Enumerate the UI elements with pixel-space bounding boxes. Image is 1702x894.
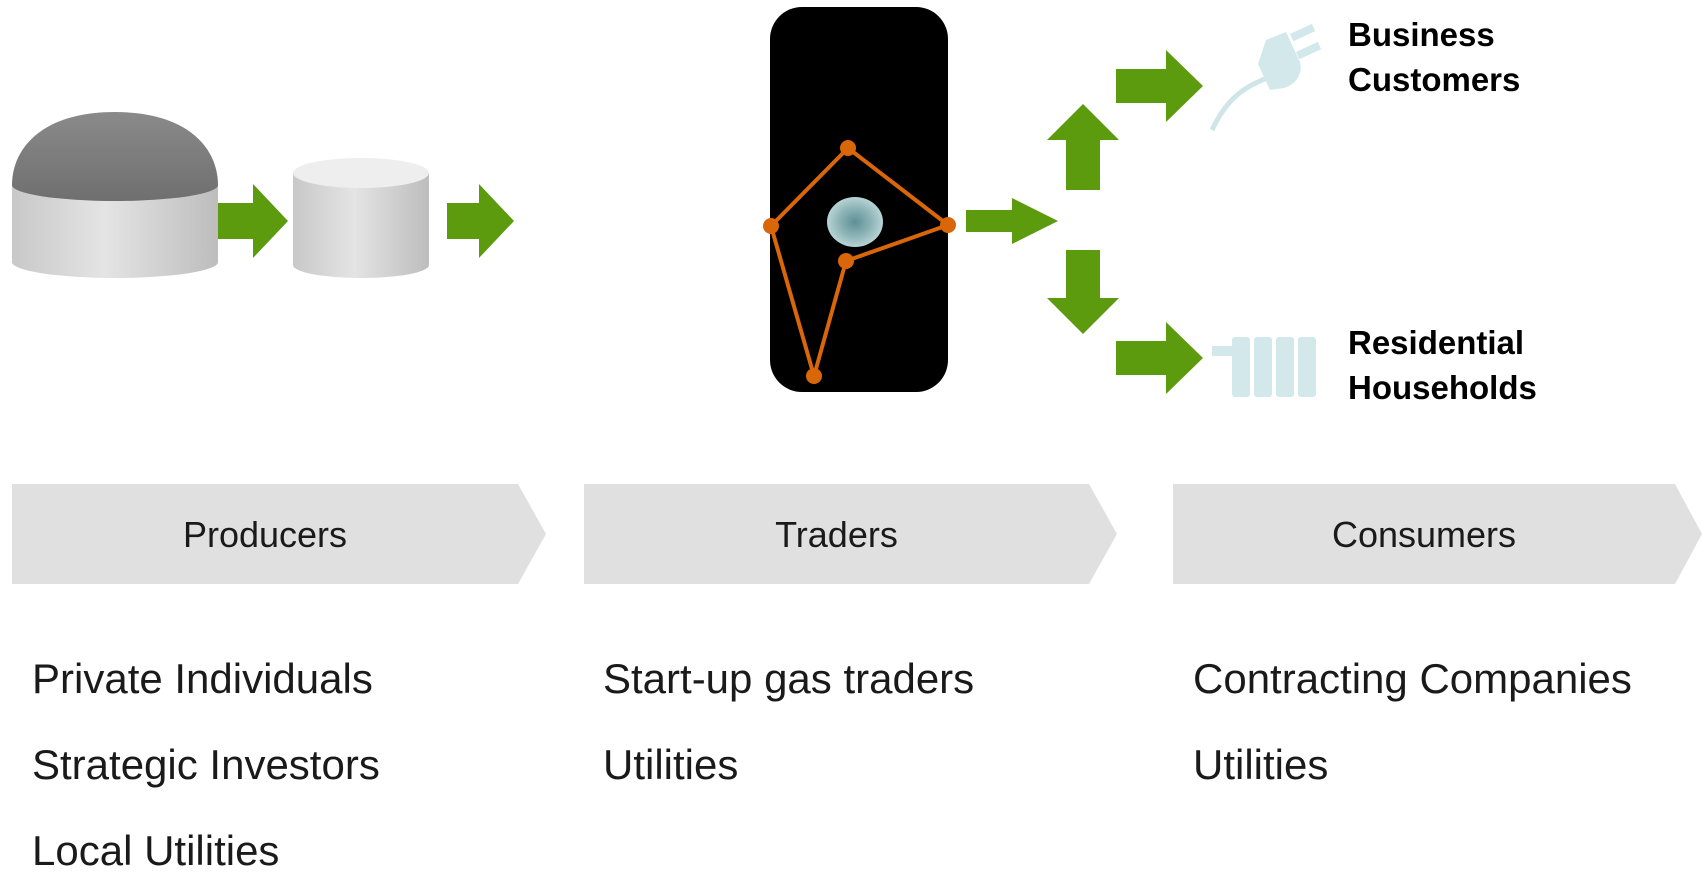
arrow-down-icon <box>1047 250 1119 334</box>
residential-label-line-2: Households <box>1348 369 1537 406</box>
arrow-up-icon <box>1047 104 1119 190</box>
trader-roles-list: Start-up gas traders Utilities <box>603 636 974 808</box>
business-label-line-2: Customers <box>1348 61 1521 98</box>
residential-households-label: Residential Households <box>1348 320 1678 410</box>
business-customers-label: Business Customers <box>1348 12 1678 102</box>
list-item: Utilities <box>1193 741 1329 788</box>
list-item: Local Utilities <box>32 827 280 874</box>
stage-chevron-consumers <box>1173 484 1702 584</box>
list-item: Start-up gas traders <box>603 655 975 702</box>
list-item: Utilities <box>603 741 739 788</box>
gas-network-map-icon <box>763 7 956 392</box>
stage-label-traders: Traders <box>775 514 898 555</box>
biogas-digester-icon <box>12 112 218 278</box>
arrow-right-icon <box>1116 322 1203 394</box>
list-item: Contracting Companies <box>1193 655 1632 702</box>
stage-chevron-producers <box>12 484 546 584</box>
stage-label-consumers: Consumers <box>1331 514 1517 555</box>
storage-tank-icon <box>293 158 429 278</box>
arrow-right-icon <box>218 184 288 258</box>
radiator-icon <box>1212 337 1316 397</box>
list-item: Private Individuals <box>32 655 373 702</box>
consumer-roles-list: Contracting Companies Utilities <box>1193 636 1632 808</box>
power-plug-icon <box>1209 23 1322 132</box>
producer-roles-list: Private Individuals Strategic Investors … <box>32 636 380 894</box>
arrow-right-icon <box>1116 50 1203 122</box>
residential-label-line-1: Residential <box>1348 324 1525 361</box>
arrow-right-icon <box>447 184 514 258</box>
gas-value-chain-diagram <box>12 7 1702 584</box>
arrow-right-icon <box>966 198 1058 244</box>
list-item: Strategic Investors <box>32 741 380 788</box>
stage-label-producers: Producers <box>182 514 348 555</box>
stage-chevron-traders <box>584 484 1117 584</box>
business-label-line-1: Business <box>1348 16 1495 53</box>
